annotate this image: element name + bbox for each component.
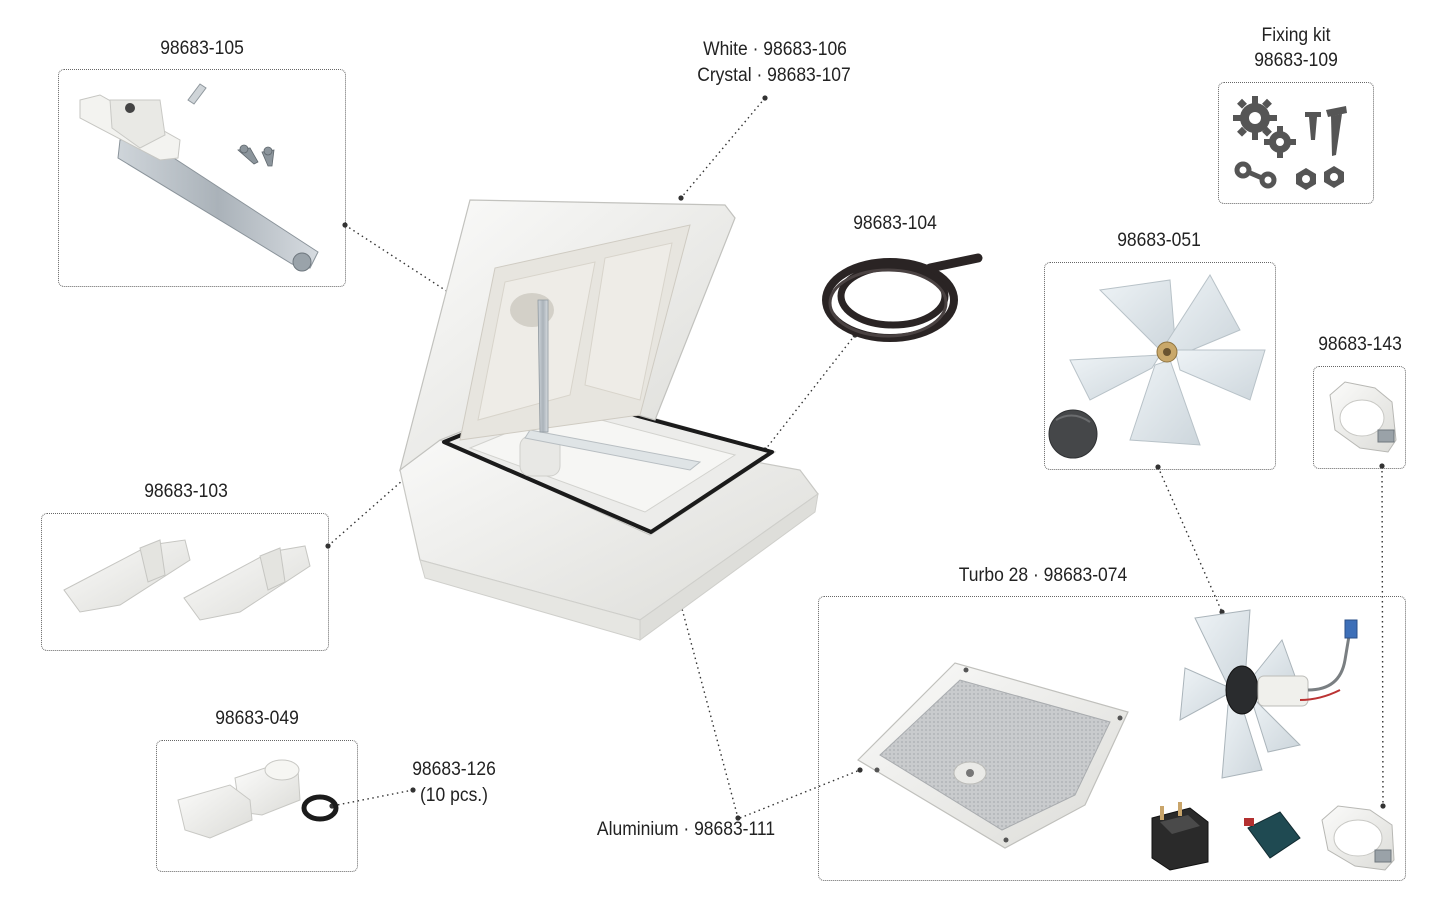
turbo-box xyxy=(818,596,1406,881)
opener-arm-part xyxy=(79,83,319,272)
knob-box xyxy=(156,740,358,872)
seal-coil-part xyxy=(822,253,983,342)
roof-vent-main xyxy=(398,199,819,641)
nut-icon xyxy=(1296,166,1344,190)
leader-aluminium-screen xyxy=(739,769,861,819)
leader-seal xyxy=(764,334,856,451)
label-seal: 98683-104 xyxy=(853,213,937,234)
label-knob: 98683-049 xyxy=(215,708,299,729)
clamp-box xyxy=(1313,366,1406,469)
label-arm: 98683-105 xyxy=(160,38,244,59)
label-clips: 98683-103 xyxy=(144,481,228,502)
oring-part xyxy=(301,794,339,822)
clips-part xyxy=(63,539,311,621)
leader-oring xyxy=(331,789,414,807)
label-clamp: 98683-143 xyxy=(1318,334,1402,355)
label-oring-code: 98683-126 xyxy=(412,759,496,780)
leader-clamp xyxy=(1381,465,1384,807)
fan-cap-icon xyxy=(1048,409,1098,459)
screw-long-icon xyxy=(1326,106,1347,156)
label-fixing-kit-code: 98683-109 xyxy=(1254,50,1338,71)
knob-part xyxy=(177,759,301,839)
fan-blade-part xyxy=(1048,274,1266,459)
gear-icon xyxy=(1233,96,1277,140)
label-dome-white: White · 98683-106 xyxy=(703,39,847,60)
screw-icon xyxy=(1305,112,1321,140)
fixing-kit-icons xyxy=(1233,96,1347,190)
label-oring-qty: (10 pcs.) xyxy=(419,785,488,806)
label-fan-blade: 98683-051 xyxy=(1117,230,1201,251)
chain-link-icon xyxy=(1234,161,1277,189)
leader-dome xyxy=(680,97,766,199)
leader-aluminium-body xyxy=(676,589,739,819)
label-dome-crystal: Crystal · 98683-107 xyxy=(697,65,851,86)
fan-blade-box xyxy=(1044,262,1276,470)
leader-fan-blade xyxy=(1157,466,1223,613)
arm-part-box xyxy=(58,69,346,287)
clips-box xyxy=(41,513,329,651)
clamp-part xyxy=(1329,381,1397,453)
label-turbo: Turbo 28 · 98683-074 xyxy=(958,565,1128,586)
label-fixing-kit-title: Fixing kit xyxy=(1261,25,1331,46)
switch-part xyxy=(1151,802,1209,871)
label-aluminium: Aluminium · 98683-111 xyxy=(596,819,776,840)
clamp-turbo-part xyxy=(1321,805,1395,871)
turbo-fan-part xyxy=(1179,609,1358,779)
gear-small-icon xyxy=(1264,126,1296,158)
fixing-kit-box xyxy=(1218,82,1374,204)
aluminium-screen-part xyxy=(857,662,1129,849)
screw-icon xyxy=(237,144,275,167)
fuse-part xyxy=(1244,811,1301,859)
